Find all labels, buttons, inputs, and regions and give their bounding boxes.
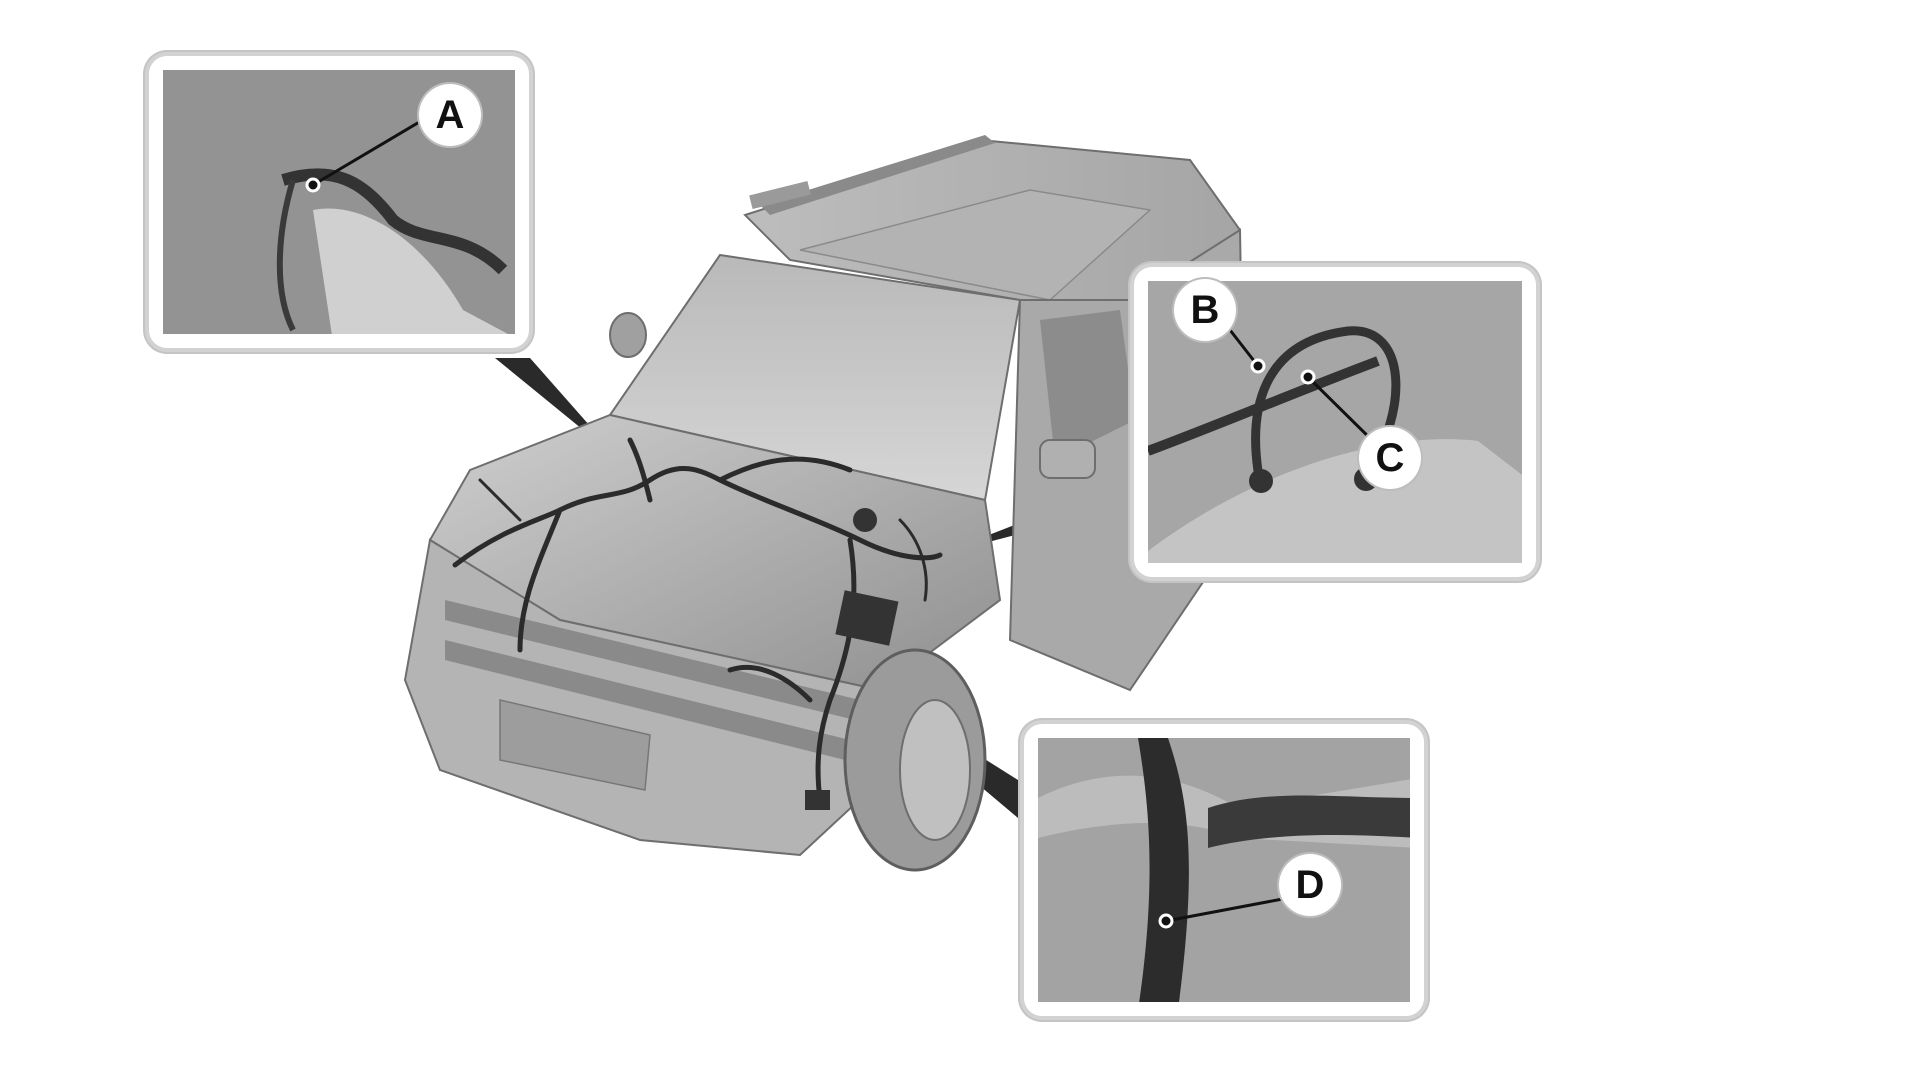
detail-inset-d: D [1020,720,1428,1020]
detail-inset-a: A [145,52,533,352]
inset-d-illustration [1038,738,1410,1002]
detail-inset-bc: B C [1130,263,1540,581]
callout-b: B [1174,279,1236,341]
wiring-harness [452,437,943,803]
callout-a: A [419,84,481,146]
callout-d: D [1279,854,1341,916]
inset-d-view [1038,738,1410,1002]
callout-c: C [1359,427,1421,489]
